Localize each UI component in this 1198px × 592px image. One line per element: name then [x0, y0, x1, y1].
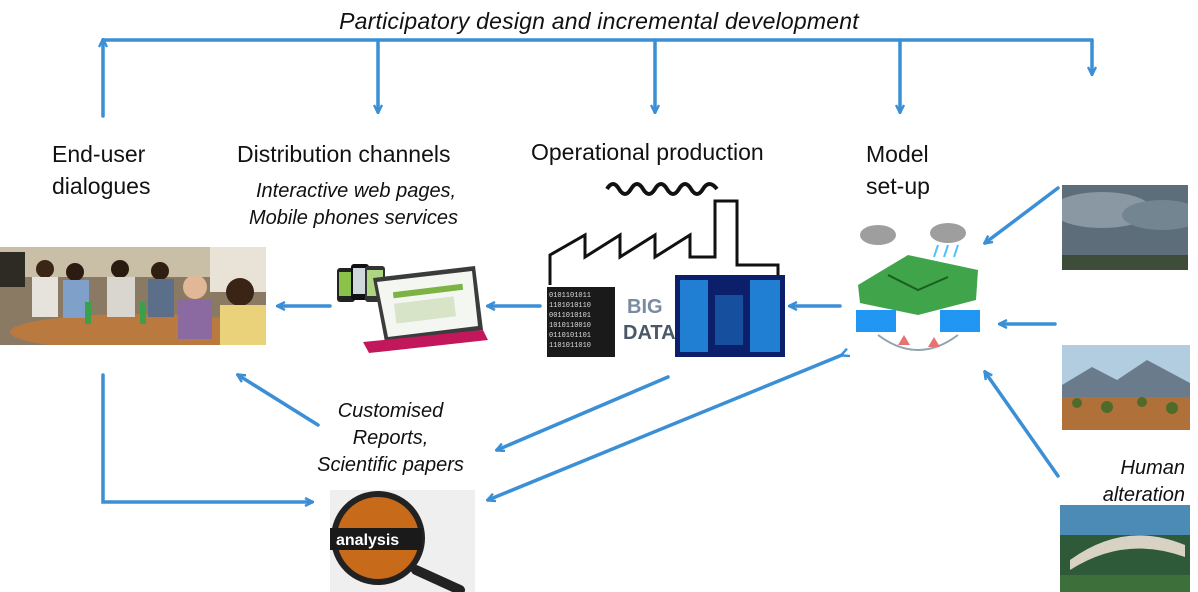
analysis-picture: analysis — [330, 490, 475, 592]
end-user-line2: dialogues — [52, 173, 151, 199]
reports-line1: Customised — [337, 400, 444, 422]
analysis-word: analysis — [336, 532, 399, 549]
dam-photo — [1060, 505, 1190, 592]
svg-text:0110101101: 0110101101 — [549, 332, 591, 340]
distribution-sub2: Mobile phones services — [249, 207, 458, 229]
human-label: Human alteration — [1095, 455, 1185, 509]
end-user-label: End-user dialogues — [52, 138, 150, 202]
arrow-weather-to-model — [985, 186, 1060, 243]
storm-sky-photo — [1062, 185, 1188, 270]
svg-text:1010110010: 1010110010 — [549, 322, 591, 330]
svg-text:0101101011: 0101101011 — [549, 292, 591, 300]
big-data-word2: DATA — [623, 322, 676, 344]
svg-text:1101010110: 1101010110 — [549, 302, 591, 310]
production-label: Operational production — [531, 139, 764, 165]
human-line1: Human — [1120, 457, 1185, 479]
arrow-enduser-down — [101, 373, 312, 502]
devices-picture — [333, 260, 488, 355]
diagram-title: Participatory design and incremental dev… — [339, 8, 859, 34]
reports-label: Customised Reports, Scientific papers — [298, 398, 483, 479]
meeting-photo — [0, 247, 266, 345]
big-data-word1: BIG — [627, 296, 663, 318]
distribution-label: Distribution channels — [237, 141, 451, 167]
model-line2: set-up — [866, 173, 930, 199]
reports-line2: Reports, — [352, 427, 429, 449]
arrow-model-reports-both — [488, 355, 842, 500]
distribution-sub1: Interactive web pages, — [256, 180, 457, 202]
human-line2: alteration — [1102, 484, 1185, 506]
arrow-production-to-reports — [497, 375, 670, 450]
svg-text:1101011010: 1101011010 — [549, 342, 591, 350]
model-setup-picture — [848, 215, 988, 375]
arrow-reports-to-enduser — [238, 375, 320, 427]
end-user-line1: End-user — [52, 141, 146, 167]
factory-bigdata-picture: 0101101011 1101010110 0011010101 101011001… — [545, 175, 790, 360]
arrow-human-to-model — [985, 372, 1060, 478]
model-line1: Model — [866, 141, 929, 167]
reports-line3: Scientific papers — [317, 454, 464, 476]
model-label: Model set-up — [866, 138, 930, 202]
landscape-photo — [1062, 345, 1190, 430]
svg-text:0011010101: 0011010101 — [549, 312, 591, 320]
